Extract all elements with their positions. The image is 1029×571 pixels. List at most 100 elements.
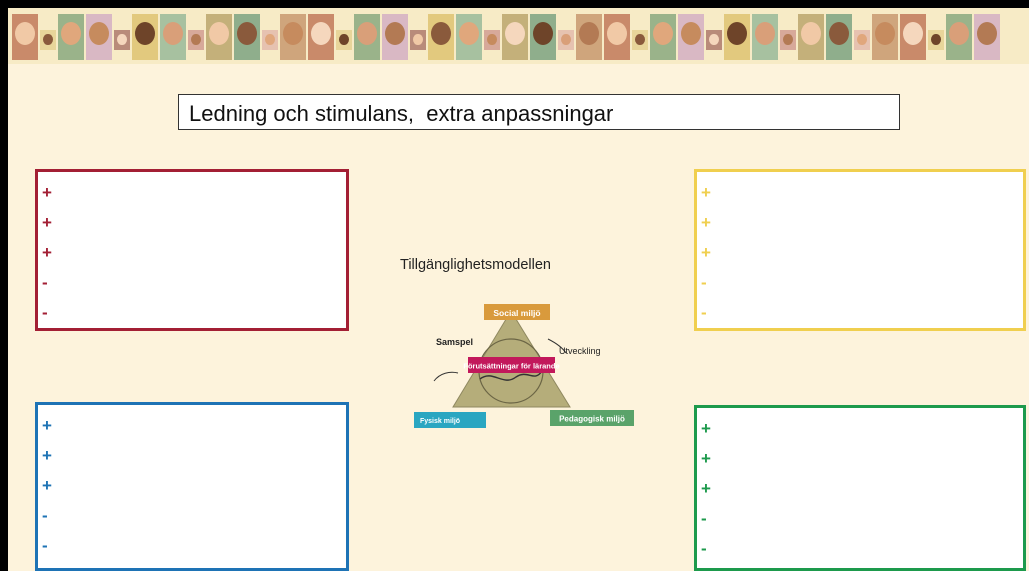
portrait-tile [280,14,306,60]
portrait-face-icon [755,22,775,46]
portrait-face-icon [209,22,229,46]
pedagogisk-label: Pedagogisk miljö [559,415,625,424]
portrait-face-icon [505,22,525,46]
portrait-face-icon [61,22,81,46]
portrait-face-icon [15,22,35,46]
minus-marker: - [42,536,48,555]
portrait-face-icon [191,33,201,46]
portrait-tile [336,30,352,50]
minus-marker: - [42,273,48,292]
minus-marker: - [42,506,48,525]
note-box-green[interactable]: +++-- [694,405,1026,571]
social-label-bg [484,304,550,320]
slide: Ledning och stimulans, extra anpassninga… [8,8,1029,571]
title-box[interactable]: Ledning och stimulans, extra anpassninga… [178,94,900,130]
plus-marker: + [42,183,52,202]
fysisk-label-bg [414,412,486,428]
portrait-tile [872,14,898,60]
minus-marker: - [701,509,707,528]
pedagogisk-label-bg [550,410,634,426]
portrait-face-icon [117,33,127,46]
portrait-face-icon [431,22,451,46]
portrait-face-icon [829,22,849,46]
portrait-face-icon [413,33,423,46]
portrait-tile [12,14,38,60]
utveckling-label: Utveckling [559,346,601,356]
portrait-tile [558,30,574,50]
social-label: Social miljö [493,308,540,318]
portrait-tile [308,14,334,60]
plus-marker: + [701,183,711,202]
portrait-tile [160,14,186,60]
plus-marker: + [42,446,52,465]
portrait-tile [854,30,870,50]
portrait-tile [650,14,676,60]
portrait-tile [946,14,972,60]
portrait-face-icon [135,22,155,46]
portrait-face-icon [163,22,183,46]
portrait-face-icon [311,22,331,46]
portrait-tile [354,14,380,60]
plus-marker: + [701,479,711,498]
portrait-tile [234,14,260,60]
plus-marker: + [42,416,52,435]
plus-marker: + [701,419,711,438]
portrait-tile [188,30,204,50]
portrait-face-icon [487,33,497,46]
portrait-face-icon [89,22,109,46]
note-box-blue[interactable]: + + + - - [35,402,349,571]
samspel-label: Samspel [436,337,473,347]
plus-marker: + [42,213,52,232]
portrait-tile [780,30,796,50]
portrait-tile [632,30,648,50]
portrait-tile [826,14,852,60]
slide-title: Ledning och stimulans, extra anpassninga… [189,101,614,126]
portrait-face-icon [283,22,303,46]
portrait-face-icon [339,33,349,46]
portrait-tile [262,30,278,50]
portrait-face-icon [977,22,997,46]
portrait-face-icon [237,22,257,46]
portrait-tile [428,14,454,60]
portrait-tile [456,14,482,60]
portrait-tile [86,14,112,60]
portrait-face-icon [579,22,599,46]
portrait-face-icon [949,22,969,46]
center-label-bg [468,357,555,373]
portrait-tile [900,14,926,60]
portrait-face-icon [727,22,747,46]
portrait-tile [502,14,528,60]
note-box-red[interactable]: +++-- [35,169,349,331]
portrait-tile [678,14,704,60]
plus-marker: + [42,476,52,495]
portrait-face-icon [801,22,821,46]
model-curve [479,370,543,381]
portrait-tile [576,14,602,60]
portrait-tile [604,14,630,60]
portrait-tile [724,14,750,60]
portrait-tile [206,14,232,60]
portrait-face-icon [607,22,627,46]
portrait-face-icon [357,22,377,46]
portrait-face-icon [265,33,275,46]
portrait-tile [132,14,158,60]
portrait-tile [530,14,556,60]
portrait-tile [484,30,500,50]
portrait-tile [382,14,408,60]
portrait-face-icon [903,22,923,46]
portrait-face-icon [857,33,867,46]
portrait-tile [114,30,130,50]
portrait-tile [928,30,944,50]
portrait-face-icon [653,22,673,46]
portrait-face-icon [561,33,571,46]
fysisk-label: Fysisk miljö [420,418,460,425]
minus-marker: - [42,303,48,322]
portrait-tile [974,14,1000,60]
minus-marker: - [701,539,707,558]
note-box-yellow[interactable]: +++-- [694,169,1026,331]
utveckling-line [547,338,567,354]
portrait-banner [8,8,1029,64]
portrait-tile [40,30,56,50]
portrait-face-icon [783,33,793,46]
portrait-face-icon [43,33,53,46]
